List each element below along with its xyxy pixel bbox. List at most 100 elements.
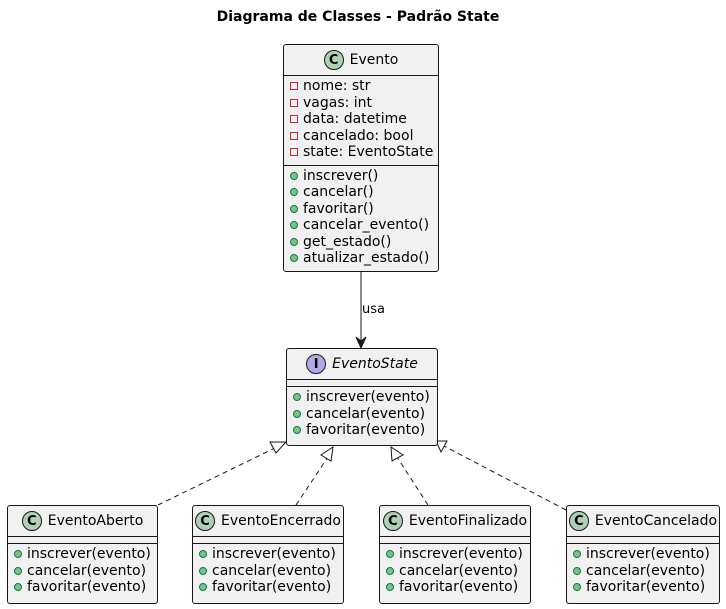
public-visibility-icon (573, 583, 581, 592)
class-evento: C Evento nome: str vagas: int data: date… (283, 44, 439, 272)
private-visibility-icon (290, 115, 298, 124)
class-stereotype-icon: C (195, 511, 215, 531)
method: get_estado() (290, 234, 432, 251)
attribute: state: EventoState (290, 144, 434, 161)
class-name: EventoFinalizado (408, 513, 528, 529)
method: favoritar(evento) (199, 579, 337, 596)
method-text: favoritar(evento) (399, 579, 519, 595)
attributes-section: nome: str vagas: int data: datetime canc… (284, 76, 438, 165)
method-text: cancelar() (303, 184, 374, 200)
diagram-title: Diagrama de Classes - Padrão State (216, 9, 500, 25)
method: favoritar(evento) (14, 579, 151, 596)
public-visibility-icon (290, 171, 298, 180)
class-evento-encerrado: C EventoEncerrado inscrever(evento) canc… (192, 505, 344, 604)
public-visibility-icon (386, 566, 394, 575)
method: inscrever() (290, 168, 432, 185)
method: inscrever(evento) (293, 389, 431, 406)
public-visibility-icon (290, 221, 298, 230)
method: favoritar() (290, 201, 432, 218)
methods-section: inscrever() cancelar() favoritar() cance… (284, 164, 438, 271)
realization-line-finalizado (396, 456, 429, 506)
methods-section: inscrever(evento) cancelar(evento) favor… (193, 543, 343, 600)
public-visibility-icon (293, 409, 301, 418)
method: cancelar() (290, 184, 432, 201)
method-text: inscrever() (303, 167, 379, 184)
realization-arrowhead-encerrado (320, 445, 334, 462)
method-text: favoritar(evento) (27, 579, 147, 595)
public-visibility-icon (14, 583, 22, 592)
attribute-text: state: EventoState (303, 144, 434, 160)
method-text: favoritar() (303, 200, 374, 217)
public-visibility-icon (290, 204, 298, 213)
method-text: atualizar_estado() (303, 250, 430, 266)
public-visibility-icon (290, 254, 298, 263)
public-visibility-icon (573, 550, 581, 559)
interface-stereotype-icon: I (306, 354, 327, 374)
class-evento-cancelado: C EventoCancelado inscrever(evento) canc… (566, 505, 720, 604)
private-visibility-icon (290, 82, 298, 91)
class-header: C EventoCancelado (567, 506, 719, 537)
public-visibility-icon (386, 550, 394, 559)
class-name: EventoAberto (47, 513, 144, 529)
method-text: favoritar(evento) (306, 422, 426, 438)
methods-section: inscrever(evento) cancelar(evento) favor… (380, 543, 530, 600)
association-arrowhead (355, 336, 367, 350)
realization-line-aberto (157, 446, 278, 506)
interface-name: EventoState (332, 356, 418, 372)
method: inscrever(evento) (573, 546, 713, 563)
method: favoritar(evento) (573, 579, 713, 596)
attribute: nome: str (290, 78, 432, 95)
attribute: cancelado: bool (290, 128, 432, 145)
method: cancelar_evento() (290, 217, 432, 234)
method: inscrever(evento) (199, 546, 337, 563)
method: cancelar(evento) (293, 406, 431, 423)
methods-section: inscrever(evento) cancelar(evento) favor… (567, 543, 719, 600)
method: inscrever(evento) (14, 546, 151, 563)
method: favoritar(evento) (293, 422, 431, 439)
method: cancelar(evento) (386, 563, 524, 580)
interface-header: I EventoState (287, 349, 437, 380)
realization-line-encerrado (295, 456, 329, 506)
method-text: inscrever(evento) (586, 546, 710, 562)
method-text: favoritar(evento) (212, 579, 332, 595)
attribute: vagas: int (290, 95, 432, 112)
class-evento-finalizado: C EventoFinalizado inscrever(evento) can… (379, 505, 531, 604)
methods-section: inscrever(evento) cancelar(evento) favor… (8, 543, 157, 600)
public-visibility-icon (14, 550, 22, 559)
private-visibility-icon (290, 98, 298, 107)
method: cancelar(evento) (199, 563, 337, 580)
method-text: cancelar_evento() (303, 217, 430, 233)
public-visibility-icon (290, 188, 298, 197)
class-evento-aberto: C EventoAberto inscrever(evento) cancela… (7, 505, 158, 604)
public-visibility-icon (573, 566, 581, 575)
class-header: C EventoAberto (8, 506, 157, 537)
method-text: inscrever(evento) (212, 546, 336, 562)
realization-arrowhead-cancelado (435, 440, 448, 454)
attribute-text: data: datetime (303, 111, 407, 127)
public-visibility-icon (14, 566, 22, 575)
class-header: C EventoEncerrado (193, 506, 343, 537)
public-visibility-icon (199, 550, 207, 559)
class-stereotype-icon: C (323, 50, 344, 70)
public-visibility-icon (199, 583, 207, 592)
association-label: usa (362, 302, 385, 317)
method-text: cancelar(evento) (399, 562, 519, 579)
realization-arrowhead-finalizado (390, 446, 404, 462)
method-text: cancelar(evento) (306, 405, 426, 422)
private-visibility-icon (290, 148, 298, 157)
private-visibility-icon (290, 131, 298, 140)
attribute-text: vagas: int (303, 94, 373, 111)
class-stereotype-icon: C (568, 511, 589, 531)
methods-section: inscrever(evento) cancelar(evento) favor… (287, 386, 437, 443)
class-stereotype-icon: C (382, 511, 403, 531)
method-text: inscrever(evento) (27, 546, 151, 562)
method-text: cancelar(evento) (212, 562, 332, 579)
method-text: get_estado() (303, 233, 392, 250)
class-header: C EventoFinalizado (380, 506, 530, 537)
method: inscrever(evento) (386, 546, 524, 563)
method: cancelar(evento) (14, 563, 151, 580)
method: atualizar_estado() (290, 250, 432, 267)
class-header: C Evento (284, 45, 438, 76)
public-visibility-icon (290, 237, 298, 246)
